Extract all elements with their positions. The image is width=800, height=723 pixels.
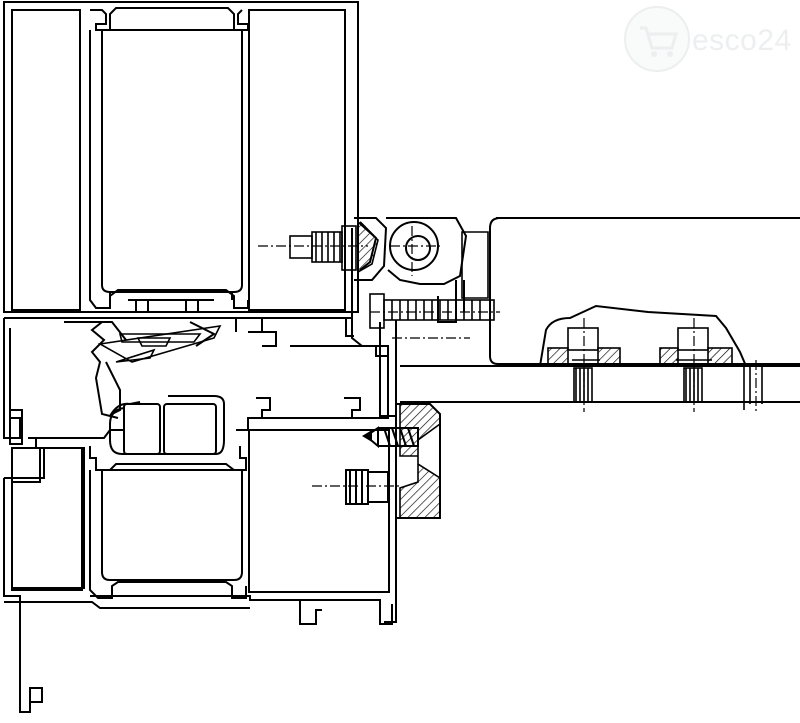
lower-frame-profile <box>3 320 397 713</box>
clamp-fitting <box>354 217 489 323</box>
screw-tip <box>362 430 372 442</box>
housing-bolts <box>567 327 763 410</box>
motor-housing <box>489 217 800 367</box>
watermark-logo: esco24 <box>622 4 800 74</box>
mounting-rails <box>351 228 800 417</box>
center-lines <box>258 226 757 487</box>
upper-frame-profile <box>3 1 359 313</box>
transom-section <box>3 317 389 455</box>
watermark-text: esco24 <box>692 24 792 57</box>
shopping-cart-icon <box>624 6 690 72</box>
bolt-upper <box>289 225 357 271</box>
bolt-middle <box>369 293 495 329</box>
hatched-areas <box>357 220 733 519</box>
